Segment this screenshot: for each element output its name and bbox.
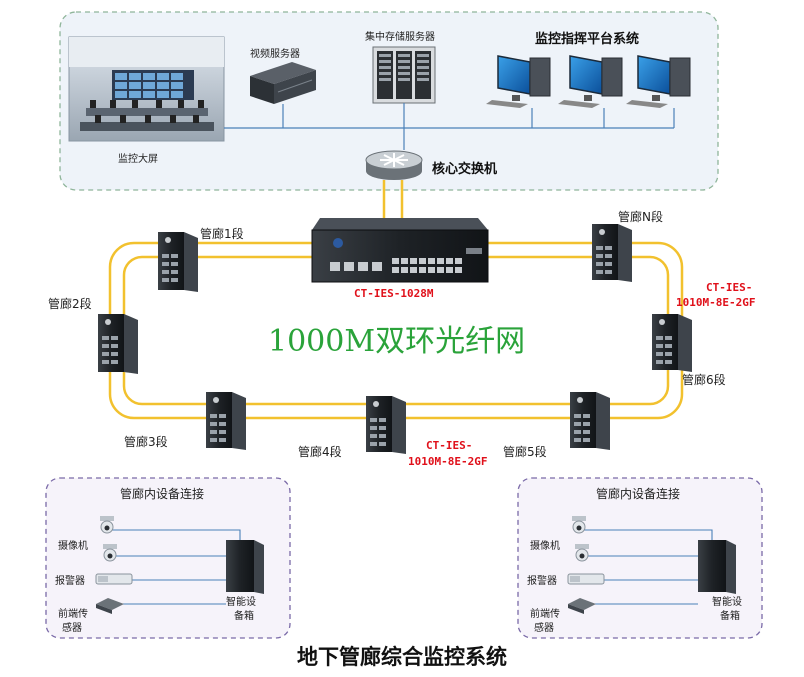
ring-model-bottom-line2: 1010M-8E-2GF: [408, 455, 487, 468]
core-switch-icon: [365, 150, 423, 180]
workstation-icon: [626, 55, 691, 108]
left-sensor-label-1: 前端传: [58, 607, 88, 620]
monitor-wall-image: [68, 36, 225, 142]
video-server-label: 视频服务器: [250, 47, 300, 60]
ring-switch-n-icon: [592, 224, 632, 282]
segment-5-label: 管廊5段: [503, 444, 547, 459]
ring-switch-2-icon: [98, 314, 138, 374]
segment-6-label: 管廊6段: [682, 372, 726, 387]
camera-icon: [103, 544, 117, 562]
platform-label: 监控指挥平台系统: [535, 31, 639, 47]
ring-switch-4-icon: [366, 396, 406, 454]
video-server-icon: [250, 62, 316, 104]
segment-1-label: 管廊1段: [200, 226, 244, 241]
monitor-wall-label: 监控大屏: [118, 152, 158, 165]
main-switch-model: CT-IES-1028M: [354, 287, 434, 300]
right-camera-label: 摄像机: [530, 539, 560, 552]
storage-server-icon: [372, 46, 436, 104]
right-cabinet-label-2: 备箱: [720, 609, 740, 622]
ring-model-right-line2: 1010M-8E-2GF: [676, 296, 755, 309]
left-sensor-label-2: 感器: [62, 621, 82, 634]
segment-2-label: 管廊2段: [48, 296, 92, 311]
ring-title: 1000M双环光纤网: [268, 324, 525, 359]
left-box-title: 管廊内设备连接: [120, 486, 204, 501]
core-uplinks: [382, 180, 404, 218]
segment-4-label: 管廊4段: [298, 444, 342, 459]
right-sensor-label-2: 感器: [534, 621, 554, 634]
diagram-title: 地下管廊综合监控系统: [297, 645, 507, 669]
left-cabinet-label-1: 智能设: [226, 595, 256, 608]
right-alarm-label: 报警器: [527, 574, 557, 587]
storage-server-label: 集中存储服务器: [365, 30, 435, 43]
ring-model-bottom-line1: CT-IES-: [426, 439, 472, 452]
smart-cabinet-icon: [698, 540, 736, 594]
workstation-icon: [486, 55, 551, 108]
camera-icon: [572, 516, 586, 534]
main-ring-switch-icon: [311, 218, 489, 283]
camera-icon: [100, 516, 114, 534]
ring-switch-3-icon: [206, 392, 246, 450]
camera-icon: [575, 544, 589, 562]
alarm-icon: [567, 573, 605, 585]
smart-cabinet-icon: [226, 540, 264, 594]
segment-3-label: 管廊3段: [124, 434, 168, 449]
ring-switch-1-icon: [158, 232, 198, 292]
ring-switch-6-icon: [652, 314, 692, 372]
sensor-icon: [568, 598, 596, 614]
core-switch-label: 核心交换机: [432, 161, 497, 177]
workstation-icon: [558, 55, 623, 108]
segment-n-label: 管廊N段: [618, 209, 663, 224]
left-alarm-label: 报警器: [55, 574, 85, 587]
left-camera-label: 摄像机: [58, 539, 88, 552]
right-sensor-label-1: 前端传: [530, 607, 560, 620]
right-cabinet-label-1: 智能设: [712, 595, 742, 608]
left-cabinet-label-2: 备箱: [234, 609, 254, 622]
sensor-icon: [96, 598, 124, 614]
right-box-title: 管廊内设备连接: [596, 486, 680, 501]
alarm-icon: [95, 573, 133, 585]
top-bus-lines: [224, 103, 675, 150]
ring-switch-5-icon: [570, 392, 610, 450]
ring-model-right-line1: CT-IES-: [706, 281, 752, 294]
